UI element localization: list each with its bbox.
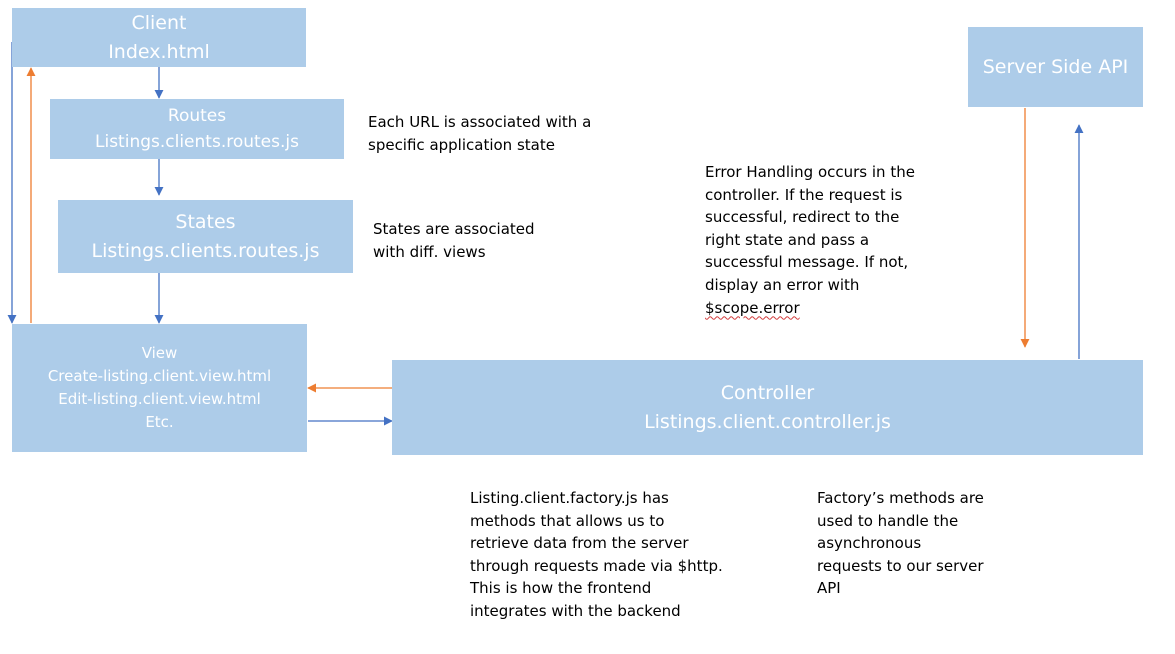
error-note-line: controller. If the request is — [705, 185, 903, 204]
factory-note-line: methods that allows us to — [470, 511, 665, 530]
error-note-line: successful message. If not, — [705, 253, 909, 272]
states-box: States Listings.clients.routes.js — [58, 200, 353, 273]
server-api-box: Server Side API — [968, 27, 1143, 107]
states-box-title: States — [175, 210, 236, 233]
view-box-create-file: Create-listing.client.view.html — [47, 367, 272, 385]
factory-note-line: retrieve data from the server — [470, 534, 689, 553]
factory-note-line: This is how the frontend — [470, 579, 652, 598]
routes-box-file: Listings.clients.routes.js — [95, 132, 299, 152]
controller-box: Controller Listings.client.controller.js — [392, 360, 1143, 455]
routes-note: Each URL is associated with a specific a… — [368, 111, 591, 156]
states-box-file: Listings.clients.routes.js — [91, 239, 320, 262]
server-api-box-title: Server Side API — [982, 55, 1129, 78]
controller-box-file: Listings.client.controller.js — [644, 410, 891, 433]
factory-note-line: Listing.client.factory.js has — [470, 489, 669, 507]
factory-methods-note: Factory’s methods are used to handle the… — [817, 487, 984, 600]
states-note: States are associated with diff. views — [373, 218, 535, 263]
routes-box-title: Routes — [167, 106, 227, 126]
error-note-line: successful, redirect to the — [705, 208, 900, 227]
error-handling-note: Error Handling occurs in the controller.… — [705, 161, 915, 319]
routes-box: Routes Listings.clients.routes.js — [50, 99, 344, 159]
methods-note-line: asynchronous — [817, 534, 922, 553]
view-box-title: View — [141, 344, 178, 362]
factory-note: Listing.client.factory.js has methods th… — [470, 487, 723, 623]
routes-note-line: Each URL is associated with a — [368, 113, 592, 131]
states-note-line: with diff. views — [373, 242, 486, 261]
states-note-line: States are associated — [373, 220, 535, 238]
controller-box-title: Controller — [720, 381, 815, 404]
routes-note-line: specific application state — [368, 135, 555, 154]
client-box: Client Index.html — [12, 8, 306, 67]
view-box: View Create-listing.client.view.html Edi… — [12, 324, 307, 452]
methods-note-line: used to handle the — [817, 511, 959, 530]
client-box-title: Client — [131, 11, 187, 34]
view-box-edit-file: Edit-listing.client.view.html — [58, 390, 261, 408]
error-note-line: display an error with — [705, 275, 860, 294]
error-note-line: right state and pass a — [705, 230, 870, 249]
error-note-line: Error Handling occurs in the — [705, 163, 915, 181]
view-box-etc: Etc. — [145, 413, 174, 431]
factory-note-line: integrates with the backend — [470, 601, 681, 620]
factory-note-line: through requests made via $http. — [470, 556, 723, 575]
methods-note-line: requests to our server — [817, 556, 984, 575]
error-note-scope-error: $scope.error — [705, 298, 800, 317]
client-box-file: Index.html — [108, 40, 210, 63]
methods-note-line: Factory’s methods are — [817, 489, 984, 507]
methods-note-line: API — [817, 579, 841, 598]
